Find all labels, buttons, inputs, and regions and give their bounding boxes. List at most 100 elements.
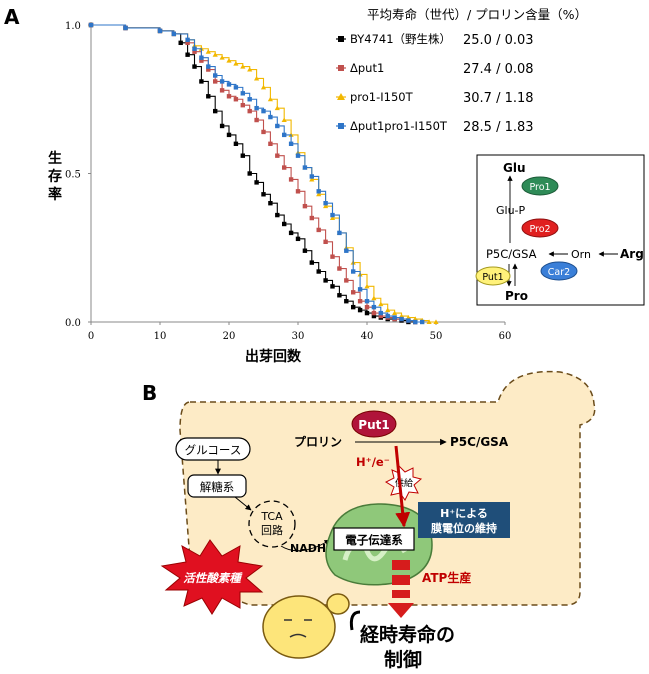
data-point (192, 49, 197, 54)
data-point (392, 315, 397, 320)
membrane-line-2: 膜電位の維持 (431, 521, 497, 535)
data-point (337, 293, 342, 298)
pathway-orn: Orn (571, 248, 591, 261)
nadh-label: NADH (290, 542, 326, 555)
data-point (344, 278, 349, 283)
pathway-p5c: P5C/GSA (486, 247, 537, 261)
series-line (91, 24, 423, 323)
data-point (254, 117, 259, 123)
data-point (219, 79, 225, 84)
data-point (433, 319, 439, 324)
data-point (337, 266, 342, 271)
lifespan-line-2: 制御 (384, 648, 422, 671)
data-point (420, 319, 425, 325)
data-point (247, 97, 252, 102)
legend-marker (337, 93, 345, 100)
data-point (226, 132, 232, 138)
panel-a-label: A (4, 5, 20, 29)
data-point (344, 299, 349, 304)
data-point (316, 189, 321, 194)
membrane-line-1: H⁺による (440, 507, 488, 520)
data-point (219, 123, 225, 129)
data-point (192, 64, 197, 69)
lifespan-line-1: 経時寿命の (360, 623, 455, 646)
data-point (309, 260, 314, 265)
data-point (288, 141, 294, 146)
data-point (357, 307, 363, 313)
h-e-label: H⁺/e⁻ (356, 455, 390, 469)
data-point (399, 316, 404, 322)
x-tick-label: 40 (361, 331, 374, 342)
legend-label: Δput1 (350, 61, 384, 75)
x-tick-label: 50 (430, 331, 443, 342)
data-point (247, 171, 252, 176)
data-point (213, 73, 218, 78)
data-point (275, 212, 280, 218)
legend-label: Δput1pro1-I150T (350, 119, 448, 133)
data-point (226, 94, 232, 99)
data-point (357, 299, 363, 304)
ros-label: 活性酸素種 (183, 571, 243, 585)
data-point (254, 180, 259, 185)
proline-label: プロリン (294, 434, 342, 449)
data-point (192, 46, 197, 51)
data-point (288, 230, 294, 236)
pro2-enzyme: Pro2 (529, 224, 550, 235)
put1-label: Put1 (358, 418, 389, 432)
data-point (371, 310, 377, 316)
data-point (261, 129, 266, 135)
x-tick-label: 0 (88, 331, 94, 342)
data-point (351, 269, 356, 274)
data-point (212, 52, 218, 57)
y-label-char-3: 率 (48, 186, 62, 203)
data-point (323, 278, 328, 283)
car2-enzyme: Car2 (548, 267, 570, 278)
data-point (413, 319, 418, 325)
pathway-inset: Glu Pro1 Glu-P Pro2 P5C/GSA Orn Arg Car2… (475, 154, 645, 306)
data-point (213, 108, 218, 114)
data-point (267, 96, 273, 102)
data-point (226, 82, 232, 87)
data-point (213, 79, 218, 84)
data-point (364, 299, 370, 304)
atp-arrows (388, 560, 414, 618)
data-point (261, 192, 266, 197)
data-point (364, 283, 370, 289)
legend-stat: 27.4 / 0.08 (463, 62, 534, 77)
x-tick-label: 20 (223, 331, 236, 342)
data-point (206, 67, 211, 72)
data-point (185, 40, 190, 46)
data-point (302, 248, 308, 253)
data-point (157, 28, 163, 34)
data-point (364, 310, 370, 316)
data-point (357, 287, 363, 292)
data-point (171, 31, 176, 37)
data-point (233, 85, 239, 90)
data-point (371, 304, 377, 310)
data-point (316, 191, 322, 197)
data-point (378, 310, 383, 316)
data-point (371, 313, 377, 319)
tca-cycle (248, 500, 296, 548)
x-axis-label: 出芽回数 (245, 348, 302, 365)
data-point (330, 212, 335, 218)
data-point (233, 61, 239, 66)
data-point (268, 141, 273, 146)
data-point (282, 221, 287, 227)
legend-stat: 25.0 / 0.03 (463, 33, 534, 48)
data-point (254, 105, 259, 111)
data-point (385, 313, 390, 319)
yeast-face (262, 593, 350, 659)
x-tick-label: 10 (154, 331, 167, 342)
data-point (206, 94, 211, 99)
etc-box (333, 527, 415, 551)
data-point (302, 165, 308, 170)
data-point (268, 114, 273, 120)
put1-enzyme: Put1 (482, 272, 503, 283)
data-point (302, 203, 308, 209)
data-point (385, 307, 391, 313)
data-point (344, 248, 349, 253)
legend-stat: 30.7 / 1.18 (463, 91, 534, 106)
